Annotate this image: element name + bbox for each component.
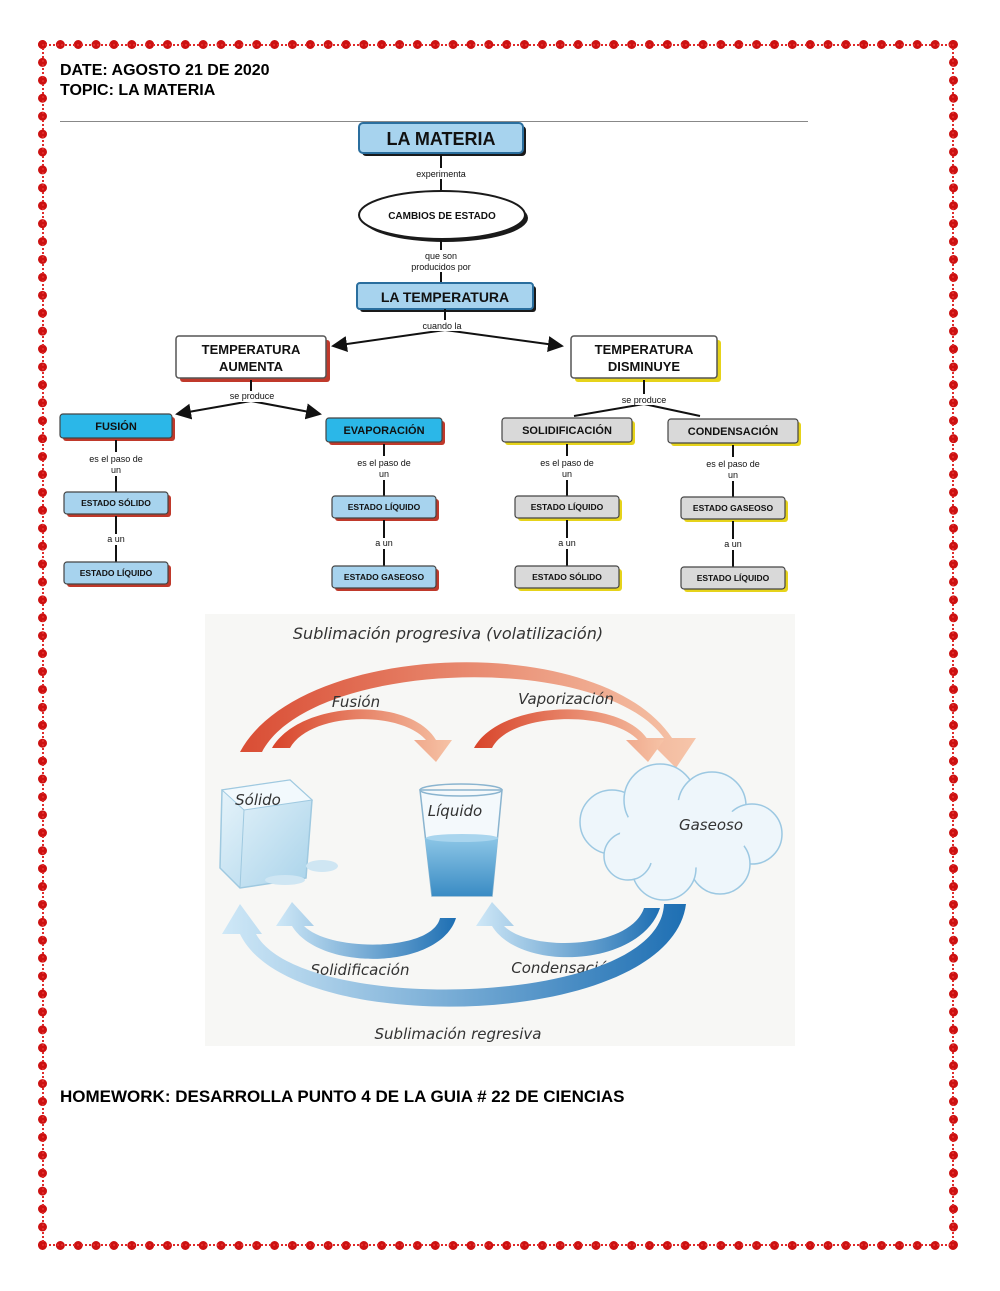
process-box-1: FUSIÓN	[59, 413, 175, 441]
node-cambios-de-estado: CAMBIOS DE ESTADO	[358, 190, 528, 242]
link-que-son-1: que son	[425, 251, 457, 261]
label-gaseoso: Gaseoso	[679, 816, 743, 834]
node-la-materia-label: LA MATERIA	[387, 129, 496, 149]
process-box-1-label: FUSIÓN	[95, 420, 137, 433]
label-vaporizacion: Vaporización	[518, 690, 614, 708]
link-a-un-1: a un	[107, 534, 125, 544]
link-que-son-2: producidos por	[411, 262, 471, 272]
state-to-1-label: ESTADO LÍQUIDO	[80, 568, 153, 578]
state-from-1: ESTADO SÓLIDO	[63, 491, 171, 517]
label-sublimacion-progresiva: Sublimación progresiva (volatilización)	[293, 624, 603, 643]
label-liquido: Líquido	[428, 802, 482, 820]
link-cuando-la: cuando la	[422, 321, 461, 331]
state-from-3-label: ESTADO LÍQUIDO	[531, 502, 604, 512]
link-experimenta: experimenta	[416, 169, 466, 179]
process-box-4: CONDENSACIÓN	[667, 418, 801, 446]
aumenta-line-2: AUMENTA	[219, 359, 284, 374]
label-solido: Sólido	[235, 791, 281, 809]
arrow-sublimacion-regresiva	[222, 904, 686, 1007]
link-a-un-4: a un	[724, 539, 742, 549]
topic-line: TOPIC: LA MATERIA	[60, 82, 216, 99]
link-un-3: un	[562, 469, 572, 479]
arrow-condensacion	[476, 902, 660, 958]
process-box-3-label: SOLIDIFICACIÓN	[522, 424, 612, 437]
homework-line: HOMEWORK: DESARROLLA PUNTO 4 DE LA GUIA …	[60, 1087, 625, 1106]
link-se-produce-right: se produce	[622, 395, 667, 405]
link-se-produce-left: se produce	[230, 391, 275, 401]
ice-cube-solid	[219, 779, 338, 889]
arrow-sublimacion-progresiva	[240, 662, 696, 768]
node-temperatura-aumenta: TEMPERATURA AUMENTA	[175, 335, 330, 382]
link-paso-3: es el paso de	[540, 458, 594, 468]
state-to-4-label: ESTADO LÍQUIDO	[697, 573, 770, 583]
state-to-3: ESTADO SÓLIDO	[514, 565, 622, 591]
node-temperatura-disminuye: TEMPERATURA DISMINUYE	[570, 335, 721, 382]
state-to-1: ESTADO LÍQUIDO	[63, 561, 171, 587]
state-from-3: ESTADO LÍQUIDO	[514, 495, 622, 521]
node-la-temperatura-label: LA TEMPERATURA	[381, 289, 509, 305]
label-fusion: Fusión	[332, 693, 380, 711]
state-to-4: ESTADO LÍQUIDO	[680, 566, 788, 592]
node-la-temperatura: LA TEMPERATURA	[356, 282, 536, 312]
link-a-un-2: a un	[375, 538, 393, 548]
label-sublimacion-regresiva: Sublimación regresiva	[375, 1025, 542, 1043]
state-from-1-label: ESTADO SÓLIDO	[81, 497, 151, 508]
arrow-vaporizacion	[474, 709, 664, 762]
link-un-1: un	[111, 465, 121, 475]
header: DATE: AGOSTO 21 DE 2020 TOPIC: LA MATERI…	[60, 61, 270, 101]
link-a-un-3: a un	[558, 538, 576, 548]
process-box-2: EVAPORACIÓN	[325, 417, 445, 445]
node-cambios-label: CAMBIOS DE ESTADO	[388, 211, 496, 222]
header-divider	[60, 121, 808, 122]
concept-map: LA MATERIA experimenta CAMBIOS DE ESTADO…	[59, 122, 801, 592]
arrow-fusion	[272, 709, 452, 762]
aumenta-line-1: TEMPERATURA	[202, 342, 301, 357]
label-solidificacion: Solidificación	[311, 961, 410, 979]
glass-liquid	[419, 783, 503, 897]
link-paso-1: es el paso de	[89, 454, 143, 464]
state-to-2-label: ESTADO GASEOSO	[344, 572, 425, 582]
link-paso-4: es el paso de	[706, 459, 760, 469]
disminuye-line-1: TEMPERATURA	[595, 342, 694, 357]
process-box-4-label: CONDENSACIÓN	[688, 425, 779, 438]
link-un-2: un	[379, 469, 389, 479]
disminuye-line-2: DISMINUYE	[608, 359, 681, 374]
arrow-solidificacion	[276, 902, 456, 959]
state-from-2: ESTADO LÍQUIDO	[331, 495, 439, 521]
date-line: DATE: AGOSTO 21 DE 2020	[60, 62, 270, 79]
state-from-4-label: ESTADO GASEOSO	[693, 503, 774, 513]
cloud-gas	[579, 763, 783, 901]
process-box-2-label: EVAPORACIÓN	[343, 424, 424, 437]
state-from-2-label: ESTADO LÍQUIDO	[348, 502, 421, 512]
state-to-2: ESTADO GASEOSO	[331, 565, 439, 591]
link-paso-2: es el paso de	[357, 458, 411, 468]
node-la-materia: LA MATERIA	[358, 122, 526, 156]
state-to-3-label: ESTADO SÓLIDO	[532, 571, 602, 582]
page-border-inner	[42, 44, 954, 1246]
states-diagram: Sublimación progresiva (volatilización) …	[205, 614, 795, 1046]
process-box-3: SOLIDIFICACIÓN	[501, 417, 635, 445]
state-from-4: ESTADO GASEOSO	[680, 496, 788, 522]
link-un-4: un	[728, 470, 738, 480]
